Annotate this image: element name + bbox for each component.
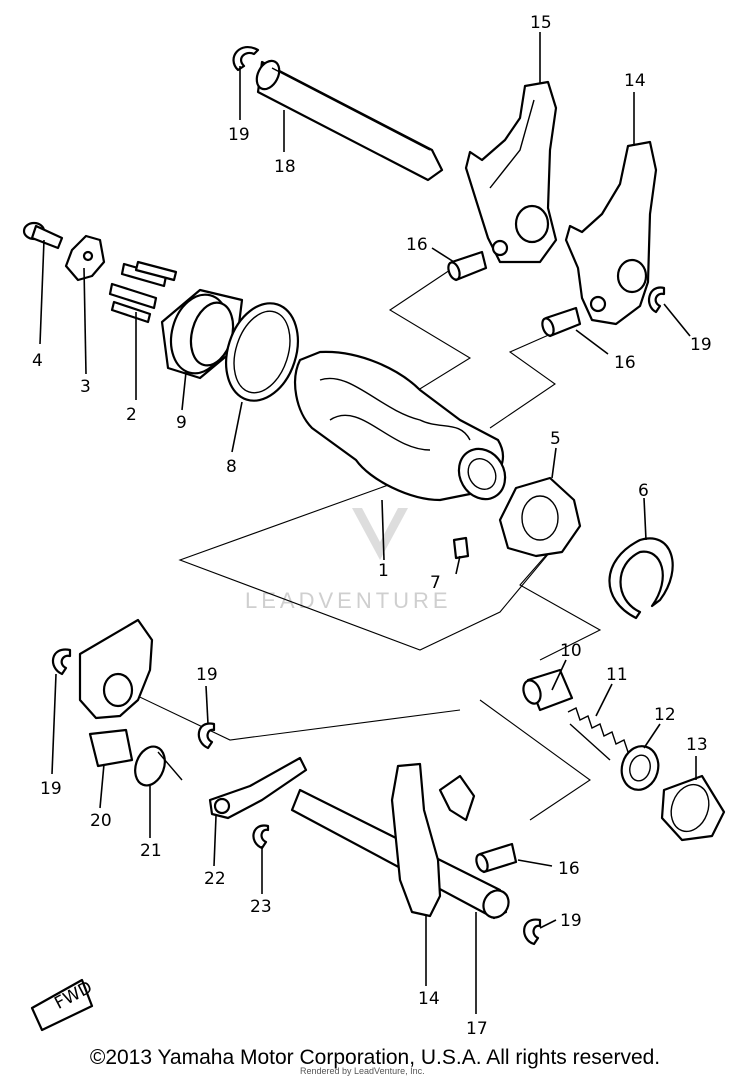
- part-18-shift-fork-shaft: [255, 59, 444, 182]
- part-9-bearing: [160, 288, 244, 380]
- callout-23: 23: [250, 897, 272, 917]
- callout-3: 3: [80, 377, 91, 397]
- part-16-guide-pin: [541, 306, 582, 338]
- callout-16-upper: 16: [406, 235, 428, 255]
- callout-4: 4: [32, 351, 43, 371]
- callout-16-middle: 16: [614, 353, 636, 373]
- callout-15: 15: [530, 13, 552, 33]
- part-19-circlip: [523, 918, 542, 946]
- callout-19-right: 19: [690, 335, 712, 355]
- callout-12: 12: [654, 705, 676, 725]
- callout-1: 1: [378, 561, 389, 581]
- callout-16-lower: 16: [558, 859, 580, 879]
- part-10-stopper-pin: [522, 668, 574, 712]
- part-23-circlip: [252, 824, 270, 850]
- callout-11: 11: [606, 665, 628, 685]
- callout-22: 22: [204, 869, 226, 889]
- part-3-segment-plate: [64, 234, 106, 282]
- part-13-plug: [660, 774, 726, 842]
- callout-20: 20: [90, 811, 112, 831]
- assembly-guide-lines: [124, 261, 602, 821]
- callout-18: 18: [274, 157, 296, 177]
- part-1-shift-drum: [294, 350, 507, 502]
- callout-10: 10: [560, 641, 582, 661]
- callout-17: 17: [466, 1019, 488, 1039]
- callout-14-lower: 14: [418, 989, 440, 1009]
- copyright-notice: ©2013 Yamaha Motor Corporation, U.S.A. A…: [89, 1046, 661, 1069]
- part-6-circlip: [608, 537, 674, 620]
- part-20-shift-lever: [78, 618, 154, 768]
- leadventure-watermark: LEADVENTURE: [245, 508, 452, 613]
- part-19-circlip: [197, 722, 216, 750]
- fwd-direction-badge: FWD: [30, 978, 96, 1032]
- callout-8: 8: [226, 457, 237, 477]
- callout-5: 5: [550, 429, 561, 449]
- part-14-shift-fork: [390, 762, 476, 918]
- part-8-washer: [225, 302, 299, 402]
- part-12-gasket: [620, 745, 660, 791]
- callout-leaders: [39, 32, 697, 1014]
- callout-7: 7: [430, 573, 441, 593]
- callout-9: 9: [176, 413, 187, 433]
- part-21-spring: [134, 745, 183, 787]
- part-19-circlip: [232, 46, 260, 72]
- part-19-circlip: [52, 648, 72, 676]
- callout-numbers: 1 2 3 4 5 6 7 8 9 10 11 12 13 14 14 15 1…: [32, 13, 712, 1039]
- rendered-by-credit: Rendered by LeadVenture, Inc.: [300, 1066, 425, 1076]
- callout-19-top: 19: [228, 125, 250, 145]
- callout-19-left: 19: [40, 779, 62, 799]
- callout-19-mid: 19: [196, 665, 218, 685]
- part-16-guide-pin: [475, 842, 518, 874]
- watermark-text: LEADVENTURE: [245, 588, 452, 613]
- callout-13: 13: [686, 735, 708, 755]
- part-5-cam: [498, 476, 582, 558]
- part-14-shift-fork: [564, 140, 658, 326]
- part-2-dowel-pins: [108, 260, 178, 324]
- callout-21: 21: [140, 841, 162, 861]
- callout-14-upper: 14: [624, 71, 646, 91]
- part-7-pin: [452, 536, 470, 560]
- callout-2: 2: [126, 405, 137, 425]
- callout-6: 6: [638, 481, 649, 501]
- part-22-plate: [208, 756, 308, 820]
- part-4-screw: [22, 221, 64, 250]
- part-15-shift-fork: [464, 80, 558, 264]
- part-19-circlip: [647, 286, 666, 314]
- callout-19-lower-right: 19: [560, 911, 582, 931]
- part-16-guide-pin: [447, 250, 488, 282]
